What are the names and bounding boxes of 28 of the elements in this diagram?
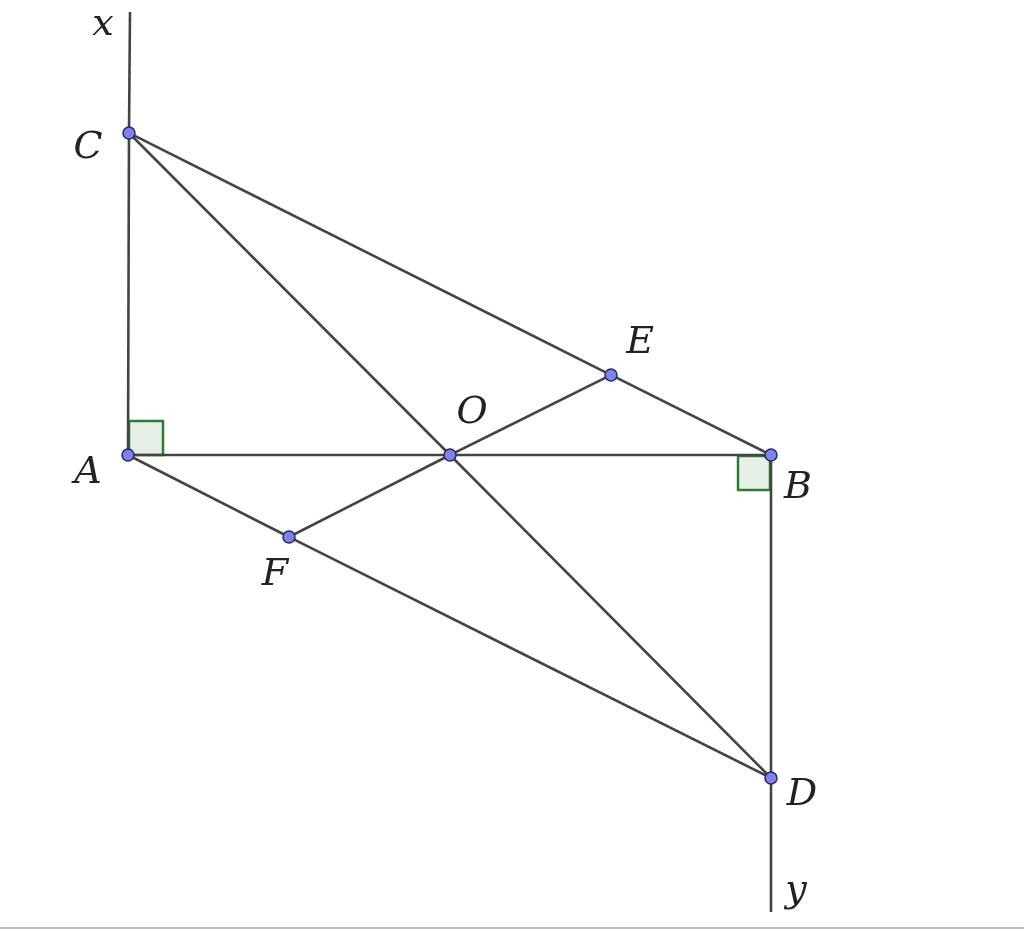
point-label: C <box>73 126 103 164</box>
line-segment <box>127 12 132 127</box>
point <box>282 530 296 544</box>
line-segment <box>132 456 285 536</box>
line-segment <box>132 136 447 452</box>
line-segment <box>453 458 768 775</box>
line-segment <box>293 456 446 536</box>
line-segment <box>456 453 765 457</box>
line-segment <box>454 376 607 454</box>
point <box>443 448 457 462</box>
point <box>604 368 618 382</box>
point-label: B <box>784 466 812 504</box>
point <box>121 448 135 462</box>
point <box>764 771 778 785</box>
point-label: E <box>626 321 654 359</box>
line-segment <box>126 139 131 449</box>
line-segment <box>134 453 444 457</box>
point-label: D <box>786 773 818 811</box>
line-segment <box>769 784 773 912</box>
line-segment <box>293 538 767 777</box>
point-label: F <box>261 553 289 591</box>
point <box>764 448 778 462</box>
line-segment <box>769 461 773 772</box>
ray-label: x <box>92 3 114 41</box>
point <box>122 126 136 140</box>
point-label: O <box>456 391 488 429</box>
line-segment <box>615 376 767 454</box>
line-segment <box>133 134 607 374</box>
